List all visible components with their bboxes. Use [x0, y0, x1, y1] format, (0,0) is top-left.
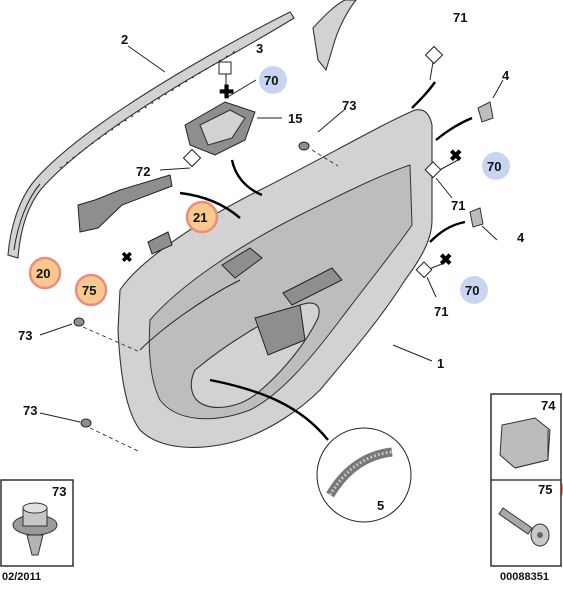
highlight-20	[28, 256, 62, 290]
callout-73: 73	[342, 98, 356, 113]
callout-4: 4	[502, 68, 510, 83]
callout-75: 75	[82, 283, 96, 298]
inset-label-73: 73	[52, 484, 66, 499]
highlight-21	[185, 200, 219, 234]
svg-text:✖: ✖	[439, 252, 452, 269]
door-panel-part-1	[117, 109, 433, 448]
callout-72: 72	[136, 164, 150, 179]
inset-label-74: 74	[541, 398, 556, 413]
callout-71: 71	[434, 304, 448, 319]
pillar-trim	[312, 0, 357, 72]
clip-part-4-lower	[469, 207, 484, 228]
clip-part-73-top	[298, 141, 310, 151]
callout-15: 15	[288, 111, 302, 126]
svg-text:✖: ✖	[121, 249, 133, 265]
bracket-part-21	[147, 231, 173, 255]
callout-1: 1	[437, 356, 444, 371]
svg-text:✚: ✚	[219, 82, 234, 102]
detail-circle-part-5	[316, 427, 412, 523]
clip-part-73-mid	[73, 317, 85, 327]
highlight-70-mid	[482, 152, 510, 180]
callout-5: 5	[377, 498, 384, 513]
callout-20: 20	[36, 266, 50, 281]
callout-2: 2	[121, 32, 128, 47]
callout-4: 4	[517, 230, 525, 245]
callout-3: 3	[256, 41, 263, 56]
callout-labels: 2 3 70 15 73 71 4 70 71 4 70 71 72 21 20…	[18, 10, 525, 513]
svg-text:✖: ✖	[449, 148, 462, 165]
callout-70: 70	[465, 283, 479, 298]
highlight-75	[74, 273, 108, 307]
callout-71: 71	[453, 10, 467, 25]
inset-label-75: 75	[538, 482, 552, 497]
inset-clip-73: 73	[0, 479, 74, 567]
trim-strip-part-2	[7, 11, 295, 259]
cross-markers: ✚ ✖ ✖ ✖	[121, 82, 462, 269]
callout-70: 70	[487, 159, 501, 174]
footer-doc-number: 00088351	[500, 571, 549, 583]
callout-70: 70	[264, 73, 278, 88]
swoosh-arrows	[179, 81, 473, 441]
callout-71: 71	[451, 198, 465, 213]
callout-21: 21	[193, 210, 207, 225]
handle-bracket-part-15	[184, 101, 256, 156]
clip-part-73-low	[80, 418, 92, 428]
highlight-70-top	[259, 66, 287, 94]
callout-73: 73	[23, 403, 37, 418]
inset-parts-74-75: 74 75	[490, 393, 562, 567]
highlight-70-low	[460, 276, 488, 304]
callout-73: 73	[18, 328, 32, 343]
footer-date: 02/2011	[2, 571, 41, 583]
assembly-lines	[82, 149, 339, 453]
connector-boxes	[182, 45, 444, 279]
bracket-part-20	[77, 174, 173, 233]
clip-part-4-upper	[477, 101, 494, 123]
